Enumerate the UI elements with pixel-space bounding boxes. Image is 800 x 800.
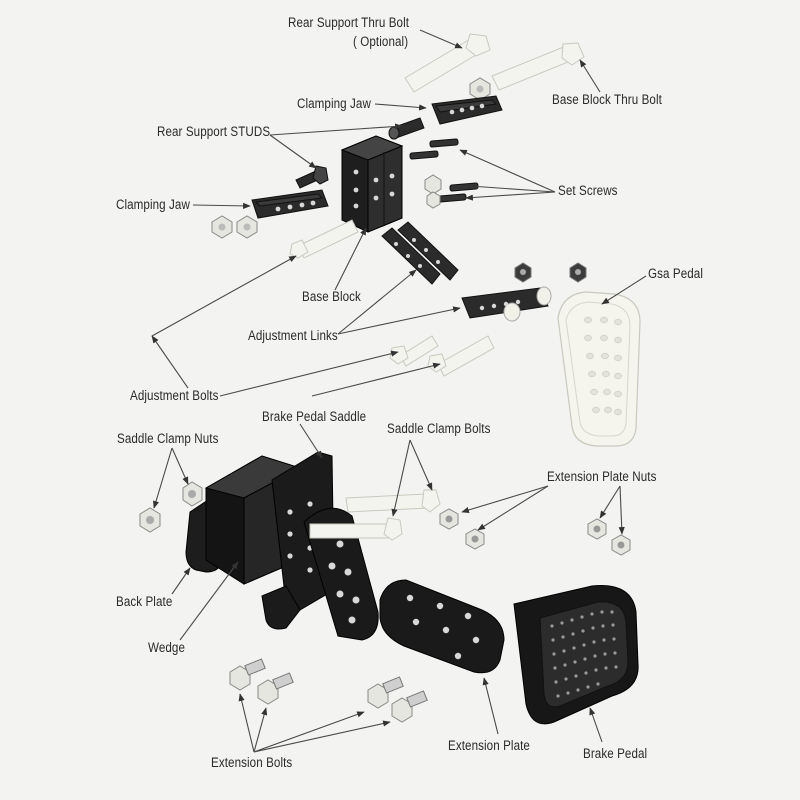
pivot-clamp-part xyxy=(461,286,552,322)
clamping-jaw-top-part xyxy=(431,95,503,125)
label-set-screws: Set Screws xyxy=(558,183,618,198)
label-base-block-thru-bolt: Base Block Thru Bolt xyxy=(552,92,662,107)
label-adjustment-links: Adjustment Links xyxy=(248,328,338,343)
adjustment-bolt-upper-part xyxy=(289,219,359,259)
label-extension-plate: Extension Plate xyxy=(448,738,530,753)
adjustment-links-part xyxy=(381,221,459,285)
label-optional: ( Optional) xyxy=(353,34,409,49)
label-rear-support-studs: Rear Support STUDS xyxy=(157,124,271,139)
rear-support-stud-left-part xyxy=(295,165,329,189)
label-saddle-clamp-nuts: Saddle Clamp Nuts xyxy=(117,431,219,446)
label-clamping-jaw-top: Clamping Jaw xyxy=(297,96,371,111)
extension-bolts-part xyxy=(229,658,428,723)
rear-support-stud-top-part xyxy=(388,117,425,140)
saddle-clamp-bolts-part xyxy=(309,489,441,541)
label-rear-support-thru-bolt: Rear Support Thru Bolt xyxy=(288,15,410,30)
label-extension-plate-nuts: Extension Plate Nuts xyxy=(547,469,657,484)
label-adjustment-bolts: Adjustment Bolts xyxy=(130,388,219,403)
set-screw-nuts-part xyxy=(424,174,442,209)
extension-plate-part xyxy=(379,579,505,674)
clamping-jaw-left-part xyxy=(251,189,329,219)
label-back-plate: Back Plate xyxy=(116,594,173,609)
label-saddle-clamp-bolts: Saddle Clamp Bolts xyxy=(387,421,491,436)
gas-pedal-part xyxy=(557,291,641,447)
label-clamping-jaw-left: Clamping Jaw xyxy=(116,197,190,212)
thru-bolt-nut-part xyxy=(469,77,491,101)
label-brake-pedal-saddle: Brake Pedal Saddle xyxy=(262,409,367,424)
brake-pedal-part xyxy=(513,585,639,725)
left-jaw-nuts-part xyxy=(211,215,258,239)
adjustment-bolts-lower-part xyxy=(389,335,495,377)
set-screws-part xyxy=(409,138,479,203)
label-brake-pedal: Brake Pedal xyxy=(583,746,648,761)
label-base-block: Base Block xyxy=(302,289,361,304)
label-gsa-pedal: Gsa Pedal xyxy=(648,266,703,281)
leader-lines xyxy=(151,29,647,753)
base-block-part xyxy=(340,135,404,233)
saddle-clamp-nuts-part xyxy=(139,481,203,533)
label-wedge: Wedge xyxy=(148,640,186,655)
extension-plate-nuts-part xyxy=(439,508,631,556)
base-block-thru-bolt-part xyxy=(491,42,585,91)
rear-support-thru-bolt-part xyxy=(404,33,491,93)
label-extension-bolts: Extension Bolts xyxy=(211,755,293,770)
gas-pedal-nuts-part xyxy=(514,262,587,283)
